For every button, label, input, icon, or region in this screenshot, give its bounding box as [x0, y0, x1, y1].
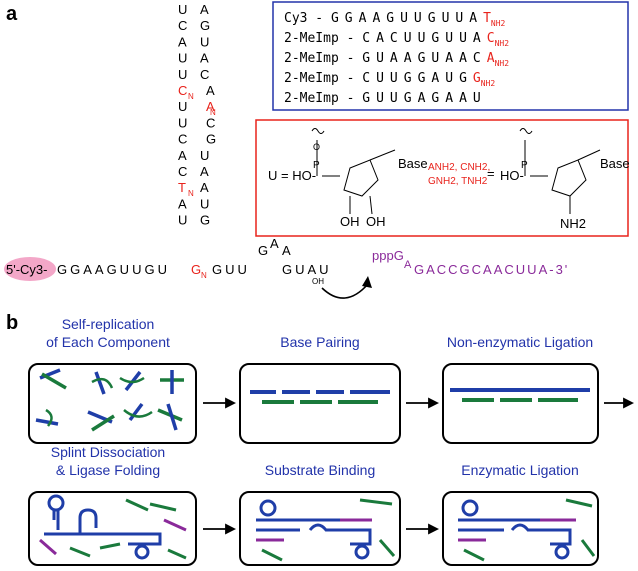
- stem-right-nt: C: [206, 115, 215, 130]
- ho-label: HO-: [500, 168, 524, 183]
- step5-ligase: [256, 498, 396, 562]
- stem-left-nt: A: [178, 196, 187, 211]
- stem-right-nt: A: [206, 99, 215, 114]
- step5-box: [239, 491, 401, 566]
- step3-strands: [450, 388, 590, 402]
- loop-g: G: [258, 243, 268, 258]
- stem-left-nt: U: [178, 67, 187, 82]
- ppp-label: pppG: [372, 248, 404, 263]
- step-title: of Each Component: [46, 334, 170, 350]
- u-equals-label: U = HO-: [268, 168, 316, 183]
- step3-box: [442, 363, 599, 444]
- stem-left-nt: U: [178, 213, 187, 228]
- step4-ligase: [39, 494, 187, 560]
- step6-ligase: [458, 498, 596, 562]
- ppp-sub: A: [404, 259, 412, 271]
- u-structure: U = HO- P O Base OH OH: [268, 128, 428, 229]
- step2-box: [239, 363, 401, 444]
- panel-a-label: a: [6, 3, 18, 25]
- substrate-strand: GACCGCAACUUA-3': [414, 262, 569, 277]
- step-title: Self-replication: [62, 316, 155, 332]
- strand-right: GUAU: [282, 262, 332, 277]
- step-title: Splint Dissociation: [51, 444, 165, 460]
- legend-row: 2-MeImp - CACUUGUUACNH2: [284, 31, 509, 48]
- step-title: Base Pairing: [280, 334, 359, 350]
- ligation-arrowhead: [362, 276, 372, 288]
- stem-right-sub: N: [210, 108, 216, 117]
- stem-left-nt: U: [178, 2, 187, 17]
- stem-left-nt: A: [178, 148, 187, 163]
- stem-right-nt: U: [200, 196, 209, 211]
- loop-a2: A: [282, 243, 291, 258]
- ligation-arrow: [321, 283, 369, 299]
- legend-row: 2-MeImp - GUUGAGAAU: [284, 91, 487, 106]
- stem-left-nt: U: [178, 99, 187, 114]
- stem-right-nt: G: [200, 18, 210, 33]
- stem-right-nt: A: [200, 2, 209, 17]
- stem-left-nt: T: [178, 180, 186, 195]
- oh-2-label: OH: [340, 214, 360, 229]
- base2-label: Base: [600, 156, 630, 171]
- step1-box: [28, 363, 197, 444]
- loop-a1: A: [270, 236, 279, 251]
- equals-sign: =: [487, 166, 495, 181]
- stem-left-nt: A: [178, 34, 187, 49]
- stem-left-nt: U: [178, 51, 187, 66]
- panel-b-label: b: [6, 312, 18, 334]
- five-prime: 5'-Cy3-: [6, 262, 48, 277]
- step1-strands: [35, 368, 184, 432]
- stem-right-nt: A: [200, 180, 209, 195]
- step4-box: [28, 491, 197, 566]
- strand-mid: GUU: [212, 262, 250, 277]
- step-titles: Self-replication of Each Component Base Pa…: [46, 316, 593, 478]
- nh2-label: NH2: [560, 216, 586, 231]
- step-title: Substrate Binding: [265, 462, 376, 478]
- stem-right-nt: C: [200, 67, 209, 82]
- amino-structure: HO- P Base NH2: [500, 128, 630, 231]
- step-title: & Ligase Folding: [56, 462, 160, 478]
- chemistry-box: [255, 119, 629, 237]
- step2-strands: [250, 390, 390, 404]
- stem-right-nt: U: [200, 148, 209, 163]
- mod-list-line2: GNH2, TNH2: [428, 176, 488, 187]
- stem-left-nt: C: [178, 18, 187, 33]
- stem-right-nt: A: [206, 83, 215, 98]
- sequence-legend-rows: Cy3 - GGAAGUUGUUATNH2 2-MeImp - CACUUGUUA…: [284, 11, 509, 106]
- p2-label: P: [521, 160, 528, 171]
- cy3-highlight: [4, 257, 56, 281]
- stem-left-nt: C: [178, 83, 187, 98]
- stem-left-sub: N: [188, 189, 194, 198]
- stem-right-nt: U: [200, 34, 209, 49]
- step6-box: [442, 491, 599, 566]
- stem-left-nt: U: [178, 115, 187, 130]
- step-title: Enzymatic Ligation: [461, 462, 579, 478]
- stem-right-nt: G: [206, 132, 216, 147]
- g-mod-sub: N: [201, 271, 207, 280]
- base-label: Base: [398, 156, 428, 171]
- stem-left-nt: C: [178, 132, 187, 147]
- mod-list-line1: ANH2, CNH2,: [428, 162, 490, 173]
- mod-nucleotide-list: ANH2, CNH2, GNH2, TNH2 =: [428, 162, 495, 187]
- legend-row: Cy3 - GGAAGUUGUUATNH2: [284, 11, 506, 28]
- oh-3-label: OH: [366, 214, 386, 229]
- step-arrows: [203, 397, 635, 535]
- legend-row: 2-MeImp - CUUGGAUGGNH2: [284, 71, 495, 88]
- stem-right-nt: A: [200, 164, 209, 179]
- stem-left-nt: C: [178, 164, 187, 179]
- sequence-legend-box: [272, 1, 629, 111]
- legend-row: 2-MeImp - GUAAGUAACANH2: [284, 51, 509, 68]
- p-label: P: [313, 160, 320, 171]
- strand-left: GGAAGUUGU: [57, 262, 170, 277]
- stem-left-sub: N: [188, 92, 194, 101]
- o-label: O: [313, 142, 320, 152]
- step-title: Non-enzymatic Ligation: [447, 334, 593, 350]
- oh-label: OH: [312, 277, 324, 286]
- stem-right-nt: G: [200, 213, 210, 228]
- g-mod: G: [191, 262, 201, 277]
- stem-right-nt: A: [200, 51, 209, 66]
